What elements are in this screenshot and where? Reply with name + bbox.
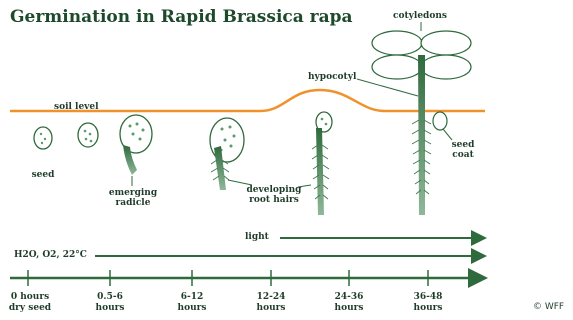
timeline-label-2: 6-12 hours [162, 292, 222, 314]
timeline-label-3-line1: 12-24 [241, 292, 301, 303]
soil-level-label: soil level [54, 102, 99, 112]
seedling-with-cotyledons [372, 31, 471, 215]
root-hairs-seedling-2 [312, 112, 332, 215]
developing-root-hairs-line1: developing [246, 185, 302, 195]
timeline-label-2-line1: 6-12 [162, 292, 222, 303]
timeline-label-5-line2: hours [398, 303, 458, 314]
timeline-label-5: 36-48 hours [398, 292, 458, 314]
timeline-label-0: 0 hours dry seed [0, 292, 60, 314]
timeline-label-2-line2: hours [162, 303, 222, 314]
timeline-label-0-line1: 0 hours [0, 292, 60, 303]
seed-coat-line2: coat [448, 150, 478, 160]
timeline-label-4-line2: hours [319, 303, 379, 314]
pointer-hypocotyl [357, 79, 418, 96]
seed-coat-label: seed coat [448, 140, 478, 160]
dry-seed [34, 127, 52, 149]
timeline-label-1-line2: hours [80, 303, 140, 314]
timeline-label-0-line2: dry seed [0, 303, 60, 314]
seed-coat-line1: seed [448, 140, 478, 150]
hypocotyl-label: hypocotyl [308, 72, 356, 82]
light-label: light [245, 232, 269, 242]
emerging-radicle-seed [120, 115, 152, 175]
timeline-label-1: 0.5-6 hours [80, 292, 140, 314]
timeline-label-1-line1: 0.5-6 [80, 292, 140, 303]
seed-label: seed [30, 170, 56, 180]
diagram-title: Germination in Rapid Brassica rapa [10, 7, 353, 27]
emerging-radicle-line1: emerging [103, 188, 163, 198]
timeline-label-5-line1: 36-48 [398, 292, 458, 303]
emerging-radicle-label: emerging radicle [103, 188, 163, 208]
timeline-label-4-line1: 24-36 [319, 292, 379, 303]
timeline-label-4: 24-36 hours [319, 292, 379, 314]
conditions-label: H2O, O2, 22°C [14, 250, 87, 260]
pointer-seed-coat [443, 129, 452, 140]
timeline-label-3-line2: hours [241, 303, 301, 314]
imbibed-seed [78, 123, 98, 147]
developing-root-hairs-line2: root hairs [246, 195, 302, 205]
developing-root-hairs-label: developing root hairs [246, 185, 302, 205]
root-hairs-seedling-1 [210, 118, 244, 190]
emerging-radicle-line2: radicle [103, 198, 163, 208]
timeline-label-3: 12-24 hours [241, 292, 301, 314]
cotyledons-label: cotyledons [390, 11, 450, 21]
copyright-label: © WFF [533, 302, 564, 312]
